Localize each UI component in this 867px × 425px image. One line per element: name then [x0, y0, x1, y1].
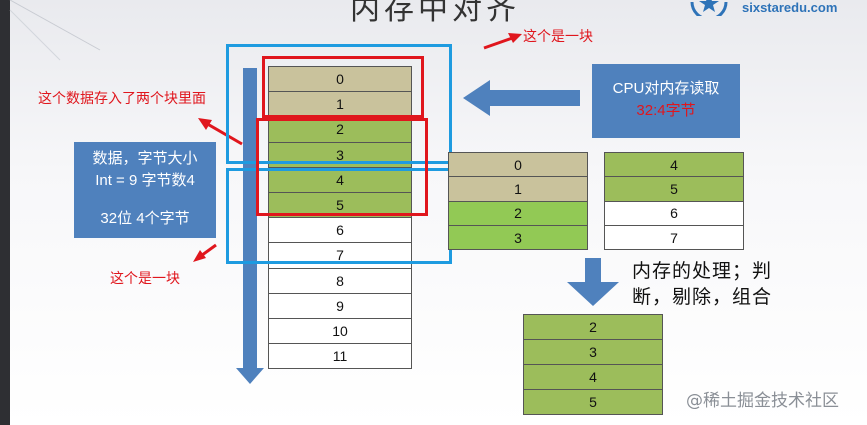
label-block-bottom: 这个是一块 — [110, 271, 180, 287]
memory-cell-9: 9 — [268, 292, 412, 319]
data-size-line3: 32位 4个字节 — [100, 210, 190, 227]
data-size-line1: 数据，字节大小 — [92, 150, 198, 167]
red-highlight-top — [262, 56, 424, 118]
block-a-cell-1: 1 — [448, 176, 588, 202]
vertical-arrow-head — [236, 368, 264, 384]
memory-cell-8: 8 — [268, 267, 412, 294]
block-a-cell-0: 0 — [448, 152, 588, 178]
cpu-read-line1: CPU对内存读取 — [612, 80, 720, 97]
decorative-lines — [9, 0, 101, 61]
result-cell-3: 3 — [523, 338, 663, 365]
slide-title: 内存中对齐 — [350, 0, 520, 27]
processing-line1: 内存的处理；判 — [632, 260, 773, 282]
red-highlight-bottom — [256, 118, 428, 216]
label-block-top: 这个是一块 — [523, 29, 593, 45]
label-stored-two-blocks: 这个数据存入了两个块里面 — [38, 91, 206, 107]
data-size-line2: Int = 9 字节数4 — [95, 172, 195, 189]
result-cell-2: 2 — [523, 314, 663, 340]
vertical-arrow-shaft — [243, 68, 257, 370]
red-arrow-middle — [203, 120, 243, 146]
down-arrow — [567, 282, 619, 306]
cpu-read-line2: 32:4字节 — [636, 102, 696, 119]
cpu-read-box: CPU对内存读取 32:4字节 — [592, 64, 740, 138]
watermark: @稀土掘金技术社区 — [686, 391, 839, 411]
cpu-read-arrow — [463, 80, 580, 116]
block-b-cell-7: 7 — [604, 224, 744, 251]
block-b-cell-4: 4 — [604, 152, 744, 178]
brand-logo-icon — [690, 0, 728, 16]
block-b-cell-5: 5 — [604, 176, 744, 202]
memory-cell-6: 6 — [268, 217, 412, 244]
result-cell-5: 5 — [523, 388, 663, 415]
processing-line2: 断，剔除，组合 — [632, 286, 773, 308]
data-size-box: 数据，字节大小 Int = 9 字节数4 32位 4个字节 — [74, 142, 216, 238]
left-dark-bar — [0, 0, 10, 425]
memory-cell-11: 11 — [268, 343, 412, 370]
result-cell-4: 4 — [523, 363, 663, 390]
memory-cell-10: 10 — [268, 318, 412, 345]
block-a-cell-2: 2 — [448, 200, 588, 226]
processing-text: 内存的处理；判 断，剔除，组合 — [632, 258, 772, 310]
brand-text: sixstaredu.com — [742, 0, 838, 15]
block-a-cell-3: 3 — [448, 224, 588, 251]
cyan-block-top — [226, 44, 452, 164]
block-b-cell-6: 6 — [604, 200, 744, 226]
